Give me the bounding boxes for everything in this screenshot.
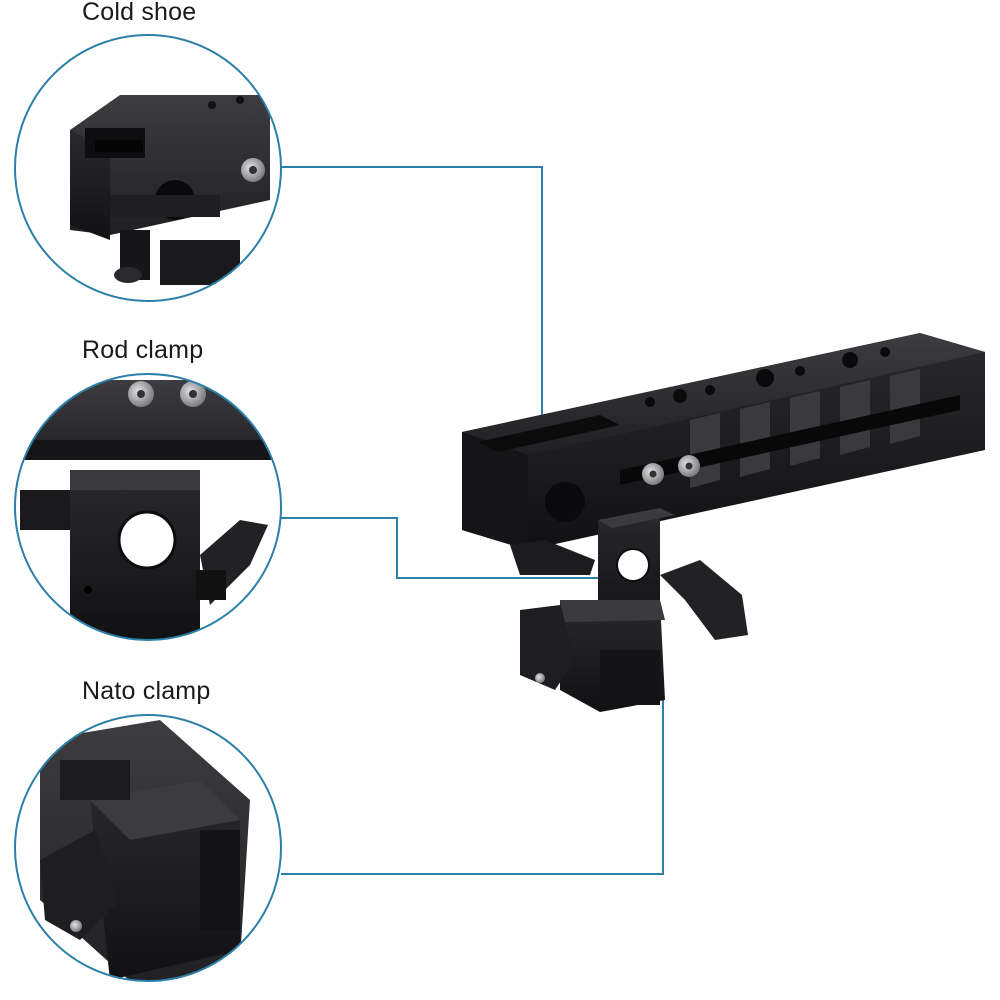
leader-line-rod-clamp [281, 517, 648, 579]
detail-circle-nato-clamp [14, 714, 282, 982]
mounting-holes [645, 347, 890, 407]
detail-circle-cold-shoe [14, 34, 282, 302]
callout-label-cold-shoe: Cold shoe [82, 0, 197, 26]
top-handle-product [462, 333, 985, 712]
leader-lines [281, 166, 664, 875]
leader-line-cold-shoe [281, 166, 543, 428]
leader-line-nato-clamp [281, 685, 664, 875]
handle-ribs [690, 369, 920, 488]
detail-circle-rod-clamp [14, 373, 282, 641]
callout-label-nato-clamp: Nato clamp [82, 677, 211, 705]
callout-label-rod-clamp: Rod clamp [82, 336, 204, 364]
